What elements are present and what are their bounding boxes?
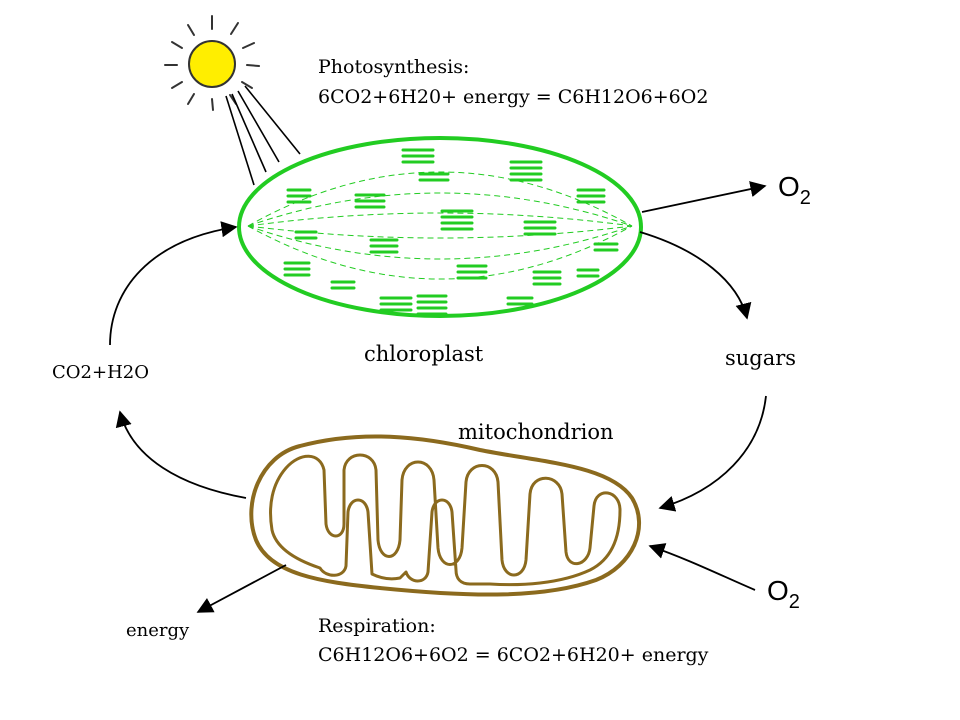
sugars-label: sugars [725, 346, 796, 370]
arrow-oxygen-in [648, 543, 756, 591]
oxygen-out-label: O2 [778, 171, 811, 209]
arrow-to-co2-h2o [115, 410, 247, 499]
arrow-oxygen-out [641, 181, 767, 213]
respiration-title: Respiration: [318, 615, 436, 637]
arrow-to-sugars [639, 231, 752, 320]
mitochondrion-label: mitochondrion [458, 420, 614, 444]
photosynthesis-equation: 6CO2+6H20+ energy = C6H12O6+6O2 [318, 86, 708, 108]
respiration-equation: C6H12O6+6O2 = 6CO2+6H20+ energy [318, 644, 709, 666]
sun-icon [164, 15, 260, 111]
sunlight-rays [225, 85, 301, 186]
cycle-arrows [109, 181, 767, 613]
chloroplast-label: chloroplast [364, 342, 484, 366]
arrow-energy-out [196, 564, 287, 613]
energy-label: energy [126, 620, 190, 641]
chloroplast-organelle [237, 136, 643, 318]
mitochondrion-organelle [249, 434, 642, 597]
photosynthesis-title: Photosynthesis: [318, 56, 469, 78]
oxygen-in-label: O2 [767, 575, 800, 613]
co2-h2o-label: CO2+H2O [52, 362, 149, 383]
arrow-to-mitochondrion [658, 395, 767, 512]
arrow-to-chloroplast [109, 221, 238, 346]
